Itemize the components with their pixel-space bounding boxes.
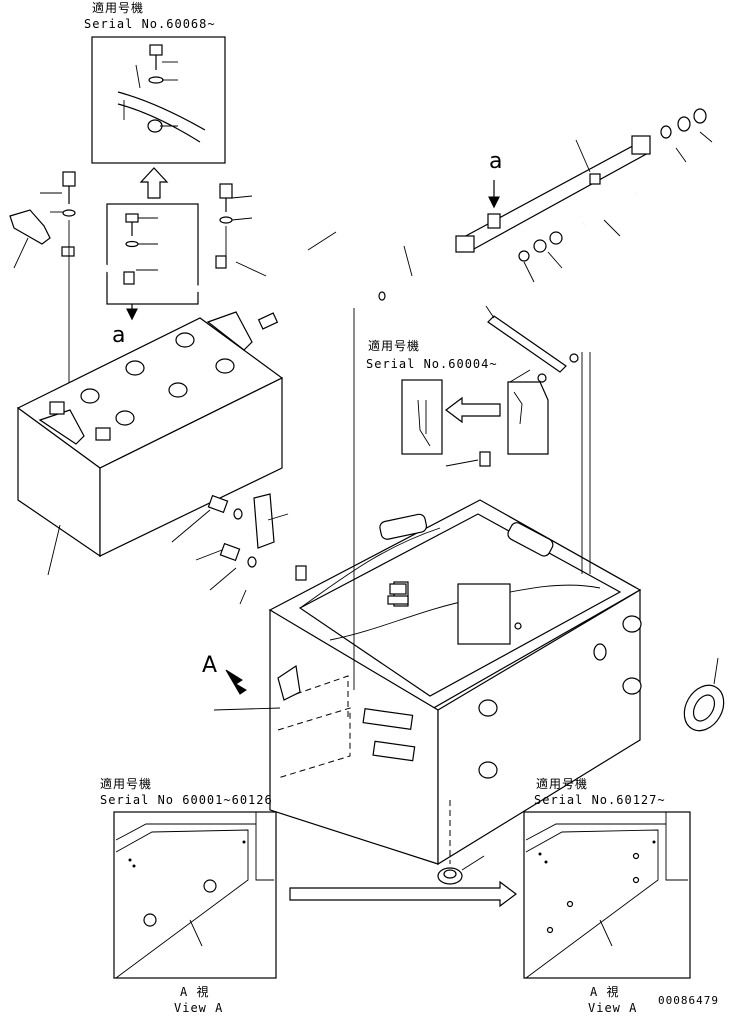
ref-a-upper: a: [489, 149, 502, 174]
top-inset-cable-clamp: [117, 44, 206, 143]
mid-inset-right-panel: [507, 381, 549, 455]
mid-inset-hollow-arrow: [445, 396, 501, 424]
mid-inset-serial-label: Serial No.60004~: [366, 357, 498, 371]
mid-inset-jp-label: 適用号機: [368, 338, 420, 353]
right-view-en-caption: View A: [588, 1001, 637, 1015]
right-view-serial-label: Serial No.60127~: [534, 793, 666, 807]
left-bolt-assembly: [40, 171, 76, 400]
grommet: [683, 657, 725, 732]
center-inset-clamp: [125, 213, 158, 271]
mid-inset-left-detail: [417, 399, 431, 447]
top-inset-serial-label: Serial No.60068~: [84, 17, 216, 31]
battery-box: [213, 499, 642, 866]
left-view-detail: [115, 812, 274, 979]
hollow-up-arrow: [139, 167, 169, 199]
cable-leader: [307, 231, 337, 251]
mid-inset-right-detail: [513, 391, 523, 425]
battery: [16, 311, 284, 576]
left-view-frame: [113, 811, 277, 979]
cable-leader-2: [235, 261, 267, 277]
view-arrow-letter: A: [202, 653, 217, 678]
bracket-plate: [487, 315, 567, 373]
right-view-frame: [523, 811, 691, 979]
bottom-grommet: [437, 800, 485, 885]
right-view-detail: [525, 812, 688, 979]
right-view-jp-caption: A 視: [590, 984, 619, 999]
right-bolt-assembly: [219, 183, 253, 256]
mid-inset-leader: [509, 369, 531, 383]
box-bolts: [171, 451, 491, 605]
view-arrow: [225, 669, 247, 695]
left-view-en-caption: View A: [174, 1001, 223, 1015]
left-view-jp-label: 適用号機: [100, 776, 152, 791]
left-view-serial-label: Serial No 60001~60126: [100, 793, 273, 807]
ref-a-lower: a: [112, 323, 125, 348]
drawing-number: 00086479: [658, 994, 719, 1007]
center-inset-frame: [106, 203, 199, 305]
mid-inset-left-panel: [401, 379, 443, 455]
plate-washer-2: [537, 373, 547, 383]
top-inset-jp-label: 適用号機: [92, 0, 144, 15]
battery-cable: [61, 246, 321, 330]
plate-washer: [569, 353, 579, 363]
terminal-connector: [9, 209, 51, 269]
left-view-jp-caption: A 視: [180, 984, 209, 999]
right-view-jp-label: 適用号機: [536, 776, 588, 791]
rod-assembly: [378, 108, 713, 301]
top-inset-frame: [91, 36, 226, 164]
view-compare-arrow: [289, 880, 517, 908]
plate-leader: [485, 305, 495, 319]
